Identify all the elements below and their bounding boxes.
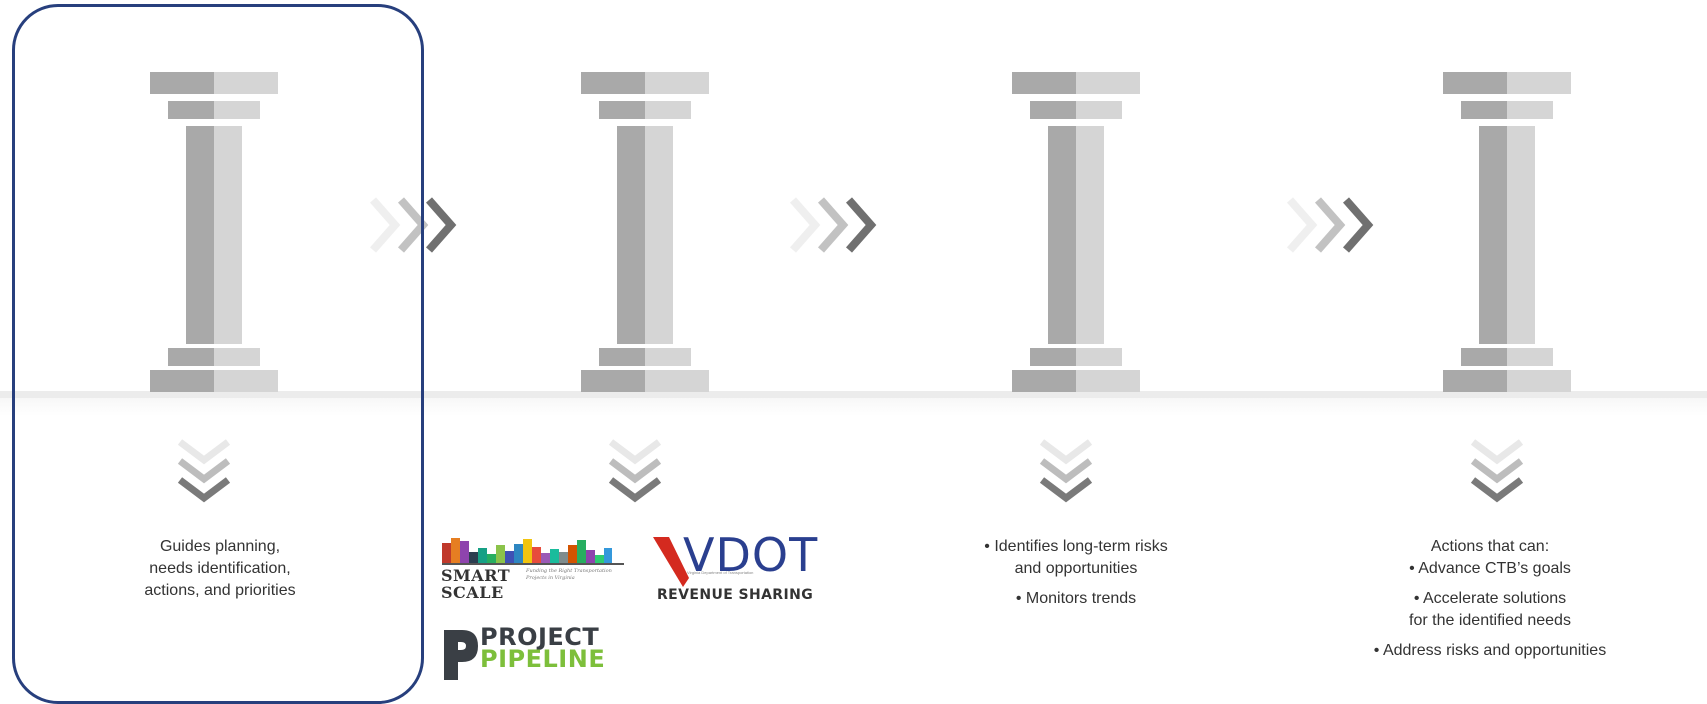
intro-line: Actions that can:	[1430, 538, 1550, 555]
column-1-description: Guides planning, needs identification, a…	[80, 536, 360, 602]
pipeline-word: PIPELINE	[480, 645, 606, 673]
triple-chevron-right-icon	[793, 200, 871, 250]
revenue-sharing-label: REVENUE SHARING	[657, 587, 814, 603]
column-4-description: Actions that can: • Advance CTB’s goals …	[1350, 536, 1630, 662]
smart-scale-tagline: Funding the Right Transportation Project…	[526, 568, 612, 581]
project-pipeline-mark-icon	[444, 630, 478, 680]
bullet-line: • Advance CTB’s goals	[1409, 560, 1571, 577]
triple-chevron-right-icon	[1290, 200, 1368, 250]
description-line: actions, and priorities	[144, 582, 296, 599]
smart-scale-word: SMART	[441, 566, 511, 585]
triple-chevron-down-icon	[611, 442, 659, 498]
bullet-line: • Monitors trends	[1015, 590, 1137, 607]
bullet-line: • Identifies long-term risks	[984, 538, 1168, 555]
ground-shadow	[0, 398, 1707, 416]
smart-scale-word: SCALE	[441, 583, 504, 602]
pillar-icon	[1443, 72, 1571, 392]
vdot-logo-text: VDOT	[683, 528, 819, 582]
triple-chevron-down-icon	[1473, 442, 1521, 498]
bullet-line: for the identified needs	[1409, 612, 1571, 629]
bullet-line: and opportunities	[1014, 560, 1138, 577]
description-line: needs identification,	[149, 560, 291, 577]
pillar-icon	[1012, 72, 1140, 392]
project-word: PROJECT	[480, 623, 600, 651]
bullet-line: • Address risks and opportunities	[1373, 642, 1607, 659]
vdot-tagline: Virginia Department of Transportation	[687, 570, 754, 575]
diagram-graphics	[150, 72, 1571, 680]
smart-scale-logo-text: SMART SCALE	[441, 567, 510, 601]
vdot-swoosh-icon	[653, 537, 689, 587]
ground-line	[0, 391, 1707, 398]
smart-scale-logo-bars	[442, 538, 624, 565]
pillar-icon	[581, 72, 709, 392]
column-3-description: • Identifies long-term risks and opportu…	[936, 536, 1216, 610]
project-pipeline-logo-text: PROJECT PIPELINE	[480, 623, 606, 673]
triple-chevron-down-icon	[1042, 442, 1090, 498]
description-line: Guides planning,	[159, 538, 281, 555]
bullet-line: • Accelerate solutions	[1413, 590, 1567, 607]
